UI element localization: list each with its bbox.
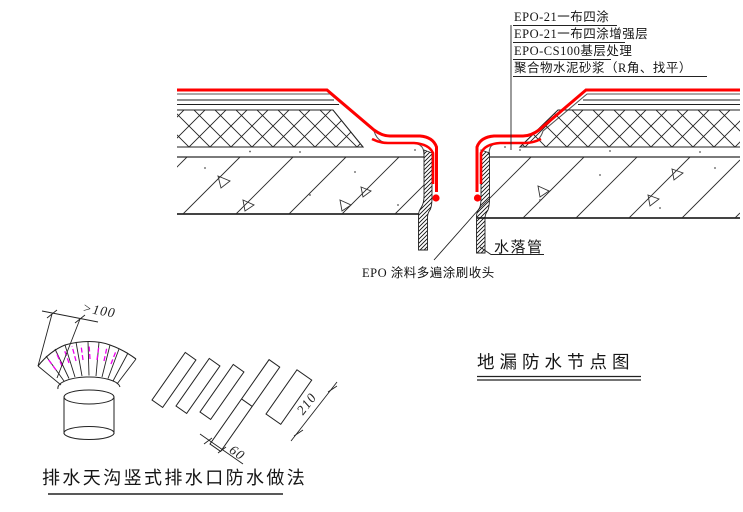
detail-title-floor-drain: 地漏防水节点图 — [477, 352, 635, 372]
spec-callout-2: EPO-21一布四涂增强层 — [513, 27, 649, 43]
strip-markings-magenta — [47, 343, 117, 371]
waterproof-membrane — [177, 88, 740, 202]
title-underlines — [48, 375, 641, 495]
concrete-dots — [204, 146, 716, 209]
insulation-hatch-right — [518, 109, 740, 148]
drain-outlet-fan-figure — [37, 309, 137, 440]
insulation-hatch-left — [177, 109, 365, 148]
spec-callout-4: 聚合物水泥砂浆（R角、找平） — [513, 61, 707, 77]
spec-callout-1: EPO-21一布四涂 — [513, 10, 617, 26]
downpipe-label: 水落管 — [494, 240, 544, 256]
coating-termination-note: EPO 涂料多遍涂刷收头 — [362, 266, 495, 280]
fan-dimension-lines — [37, 309, 99, 379]
detail-title-gutter-outlet: 排水天沟竖式排水口防水做法 — [42, 468, 308, 488]
spec-callout-3: EPO-CS100基层处理 — [513, 43, 633, 60]
leader-lines — [433, 25, 544, 261]
drain-pipe-walls — [418, 149, 490, 254]
structural-slab-right — [477, 156, 740, 219]
structural-slab-left — [177, 156, 424, 215]
membrane-strips-figure — [151, 351, 338, 465]
strip-dimension-lines — [199, 381, 338, 465]
